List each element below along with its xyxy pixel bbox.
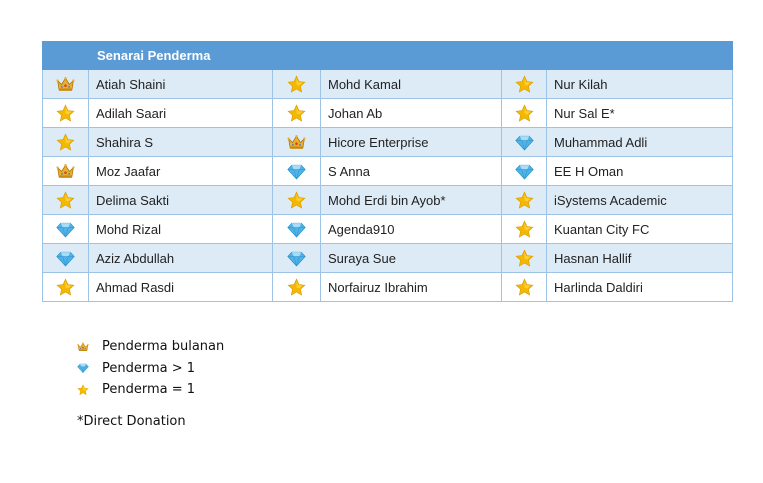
donor-name: Hicore Enterprise [320,127,502,157]
donor-name: Johan Ab [320,98,502,128]
donor-name: Shahira S [88,127,273,157]
donor-name: Moz Jaafar [88,156,273,186]
donor-type-cell [501,69,547,99]
donor-type-cell [501,127,547,157]
donor-type-cell [42,243,89,273]
crown-icon [287,133,306,152]
donor-type-cell [272,69,321,99]
legend-label: Penderma = 1 [102,382,196,398]
diamond-icon [56,249,75,268]
donor-name: Norfairuz Ibrahim [320,272,502,302]
donor-name: Muhammad Adli [545,127,734,157]
donor-type-cell [42,98,89,128]
donor-type-cell [272,185,321,215]
donor-name: Nur Kilah [545,69,734,99]
legend-item: Penderma bulanan [74,336,224,358]
crown-icon [74,341,91,353]
donor-type-cell [272,156,321,186]
donor-type-cell [501,272,547,302]
donor-name: EE H Oman [545,156,734,186]
donor-type-cell [501,98,547,128]
table-row: Aziz Abdullah Suraya Sue Hasnan Hallif [42,243,734,273]
legend-label: Penderma bulanan [102,339,225,355]
star-icon [56,277,75,297]
table-row: Mohd Rizal Agenda910 Kuantan City FC [42,214,734,244]
star-icon [56,190,75,210]
donor-name: Mohd Rizal [88,214,273,244]
donor-name: Mohd Erdi bin Ayob* [320,185,502,215]
diamond-icon [74,362,91,374]
donor-name: Atiah Shaini [88,69,273,99]
donor-name: Kuantan City FC [545,214,734,244]
crown-icon [56,75,75,94]
star-icon [56,103,75,123]
diamond-icon [287,220,306,239]
diamond-icon [514,162,534,181]
diamond-icon [56,220,75,239]
donor-type-cell [42,272,89,302]
diamond-icon [287,162,306,181]
table-row: Shahira S Hicore Enterprise Muhammad Adli [42,127,734,157]
star-icon [287,103,306,123]
donor-type-cell [42,185,89,215]
star-icon [514,74,534,94]
donor-name: Hasnan Hallif [545,243,734,273]
donor-name: iSystems Academic [545,185,734,215]
table-row: Ahmad Rasdi Norfairuz Ibrahim Harlinda Dal… [42,272,734,302]
footnote: *Direct Donation [77,414,186,429]
star-icon [74,384,91,396]
donor-type-cell [501,185,547,215]
donor-type-cell [272,272,321,302]
donor-type-cell [42,127,89,157]
donor-name: Harlinda Daldiri [545,272,734,302]
donor-name: Ahmad Rasdi [88,272,273,302]
donor-type-cell [501,156,547,186]
donor-type-cell [272,98,321,128]
legend-item: Penderma = 1 [74,379,224,401]
diamond-icon [287,249,306,268]
table-header-row: Senarai Penderma [41,41,734,70]
table-row: Delima Sakti Mohd Erdi bin Ayob* iSystems … [42,185,734,215]
star-icon [514,190,534,210]
donor-name: S Anna [320,156,502,186]
diamond-icon [514,133,534,152]
star-icon [56,132,75,152]
donor-type-cell [272,127,321,157]
donor-name: Adilah Saari [88,98,273,128]
donor-type-cell [42,69,89,99]
donor-type-cell [501,243,547,273]
donor-name: Mohd Kamal [320,69,502,99]
donor-name: Aziz Abdullah [88,243,273,273]
donor-type-cell [42,156,89,186]
table-row: Atiah Shaini Mohd Kamal Nur Kilah [42,69,734,99]
star-icon [287,74,306,94]
star-icon [287,190,306,210]
crown-icon [56,162,75,181]
donor-type-cell [501,214,547,244]
donor-name: Suraya Sue [320,243,502,273]
star-icon [514,219,534,239]
donor-name: Nur Sal E* [545,98,734,128]
donor-name: Agenda910 [320,214,502,244]
table-title: Senarai Penderma [41,41,734,70]
legend-label: Penderma > 1 [102,360,196,376]
star-icon [287,277,306,297]
donor-name: Delima Sakti [88,185,273,215]
star-icon [514,103,534,123]
star-icon [514,277,534,297]
table-row: Moz Jaafar S Anna EE H Oman [42,156,734,186]
table-row: Adilah Saari Johan Ab Nur Sal E* [42,98,734,128]
legend-item: Penderma > 1 [74,358,224,380]
star-icon [514,248,534,268]
donor-type-cell [272,214,321,244]
donor-type-cell [272,243,321,273]
donor-type-cell [42,214,89,244]
